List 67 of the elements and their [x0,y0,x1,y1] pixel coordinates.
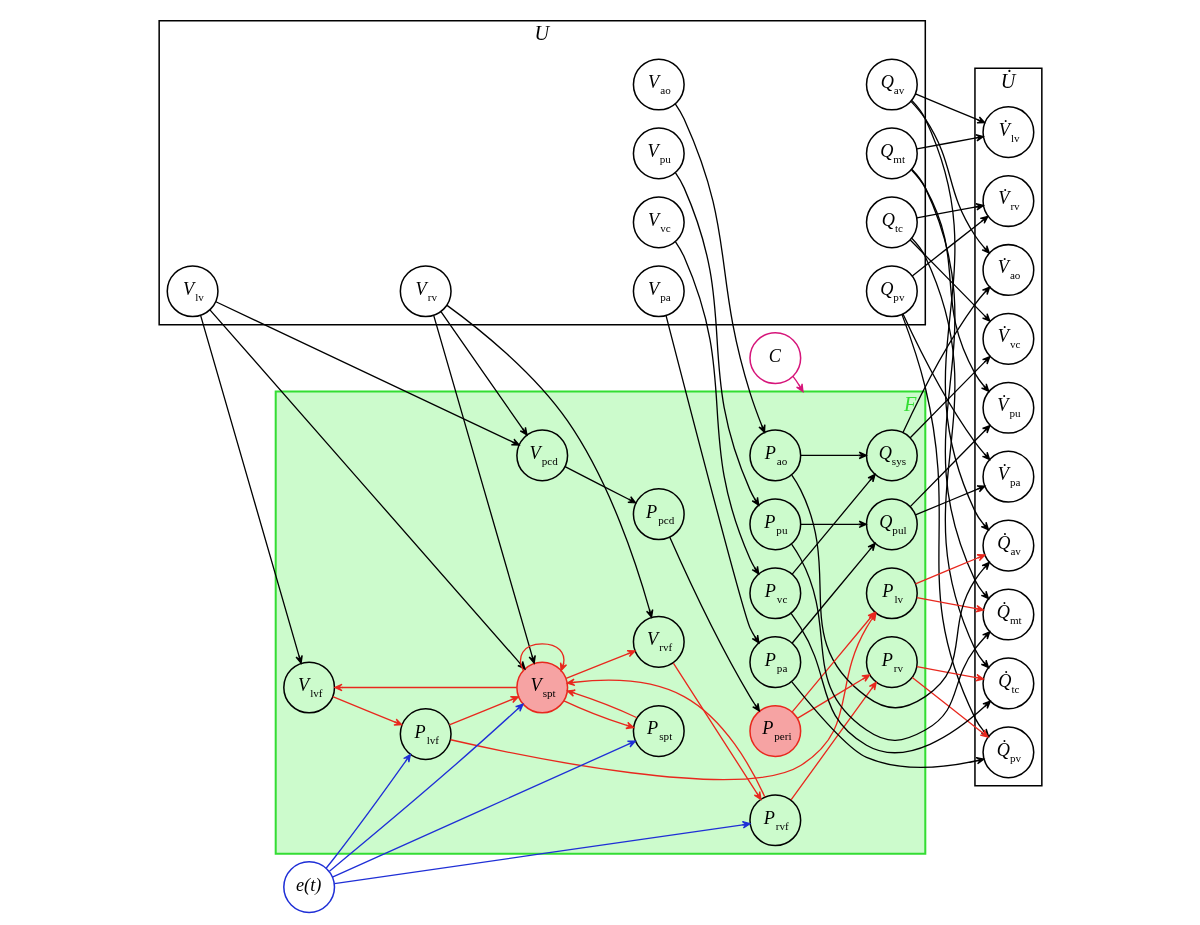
arrow [214,301,520,446]
arrow [566,678,765,798]
arrow [672,662,762,801]
node-circle: V$_{pa}$ [632,265,685,318]
node-circle: V$_{lv}$ [166,265,219,318]
node-circle: V$_{lvf}$ [282,661,335,714]
node-circle: e(t) [282,861,335,914]
arrow [909,239,990,322]
arrow [790,474,990,709]
arrow [328,703,524,872]
arrow [439,311,528,436]
arrow [445,304,653,618]
arrow [915,597,984,613]
node-circle: V$_{vc}$ [632,196,685,249]
arrow [799,451,867,460]
arrow [562,700,634,730]
arrow [915,665,984,682]
node-circle: V$_{pcd}$ [515,429,568,482]
arrow [674,171,759,506]
arrow [796,674,870,720]
arrow [333,820,751,885]
arrow [791,375,804,393]
arrow [914,554,985,585]
node-circle: P$_{rvf}$ [748,794,801,847]
arrow [909,100,990,254]
arrow [790,681,984,768]
arrow [664,314,760,644]
arrow [789,681,877,801]
arrow [565,650,636,679]
arrow [563,465,636,504]
node-circle: V$_{ao}$ [632,58,685,111]
arrow [668,536,760,712]
arrow [901,286,990,434]
node-circle: P$_{ao}$ [748,429,801,482]
node-circle: V̇$_{lv}$ [981,106,1034,159]
arrow [910,99,989,531]
arrow [519,643,567,672]
arrow [915,134,984,150]
node-circle: Q$_{av}$ [865,58,918,111]
arrow [432,314,536,664]
node-circle: Q$_{pv}$ [865,265,918,318]
arrow [325,753,411,869]
arrow [914,485,985,516]
arrow [910,168,989,600]
arrow [910,237,989,669]
arrow [909,356,990,439]
arrow [910,169,989,392]
arrow [911,215,988,277]
arrow [448,695,519,726]
arrow [333,683,517,692]
arrow [674,240,759,575]
node-circle: V$_{pu}$ [632,127,685,180]
arrow [901,313,990,461]
node-circle: V$_{rv}$ [399,265,452,318]
node-circle: Q$_{tc}$ [865,196,918,249]
arrow [915,203,984,219]
arrow [791,473,876,575]
arrow [909,424,990,508]
node-circle: P$_{pcd}$ [632,488,685,541]
arrow [799,520,867,529]
arrow [331,696,402,726]
arrow [566,689,638,719]
arrow [199,314,303,664]
arrow [914,93,985,124]
node-circle: V$_{rvf}$ [632,615,685,668]
node-circle: P$_{spt}$ [632,704,685,758]
node-circle: Q$_{mt}$ [865,127,918,180]
